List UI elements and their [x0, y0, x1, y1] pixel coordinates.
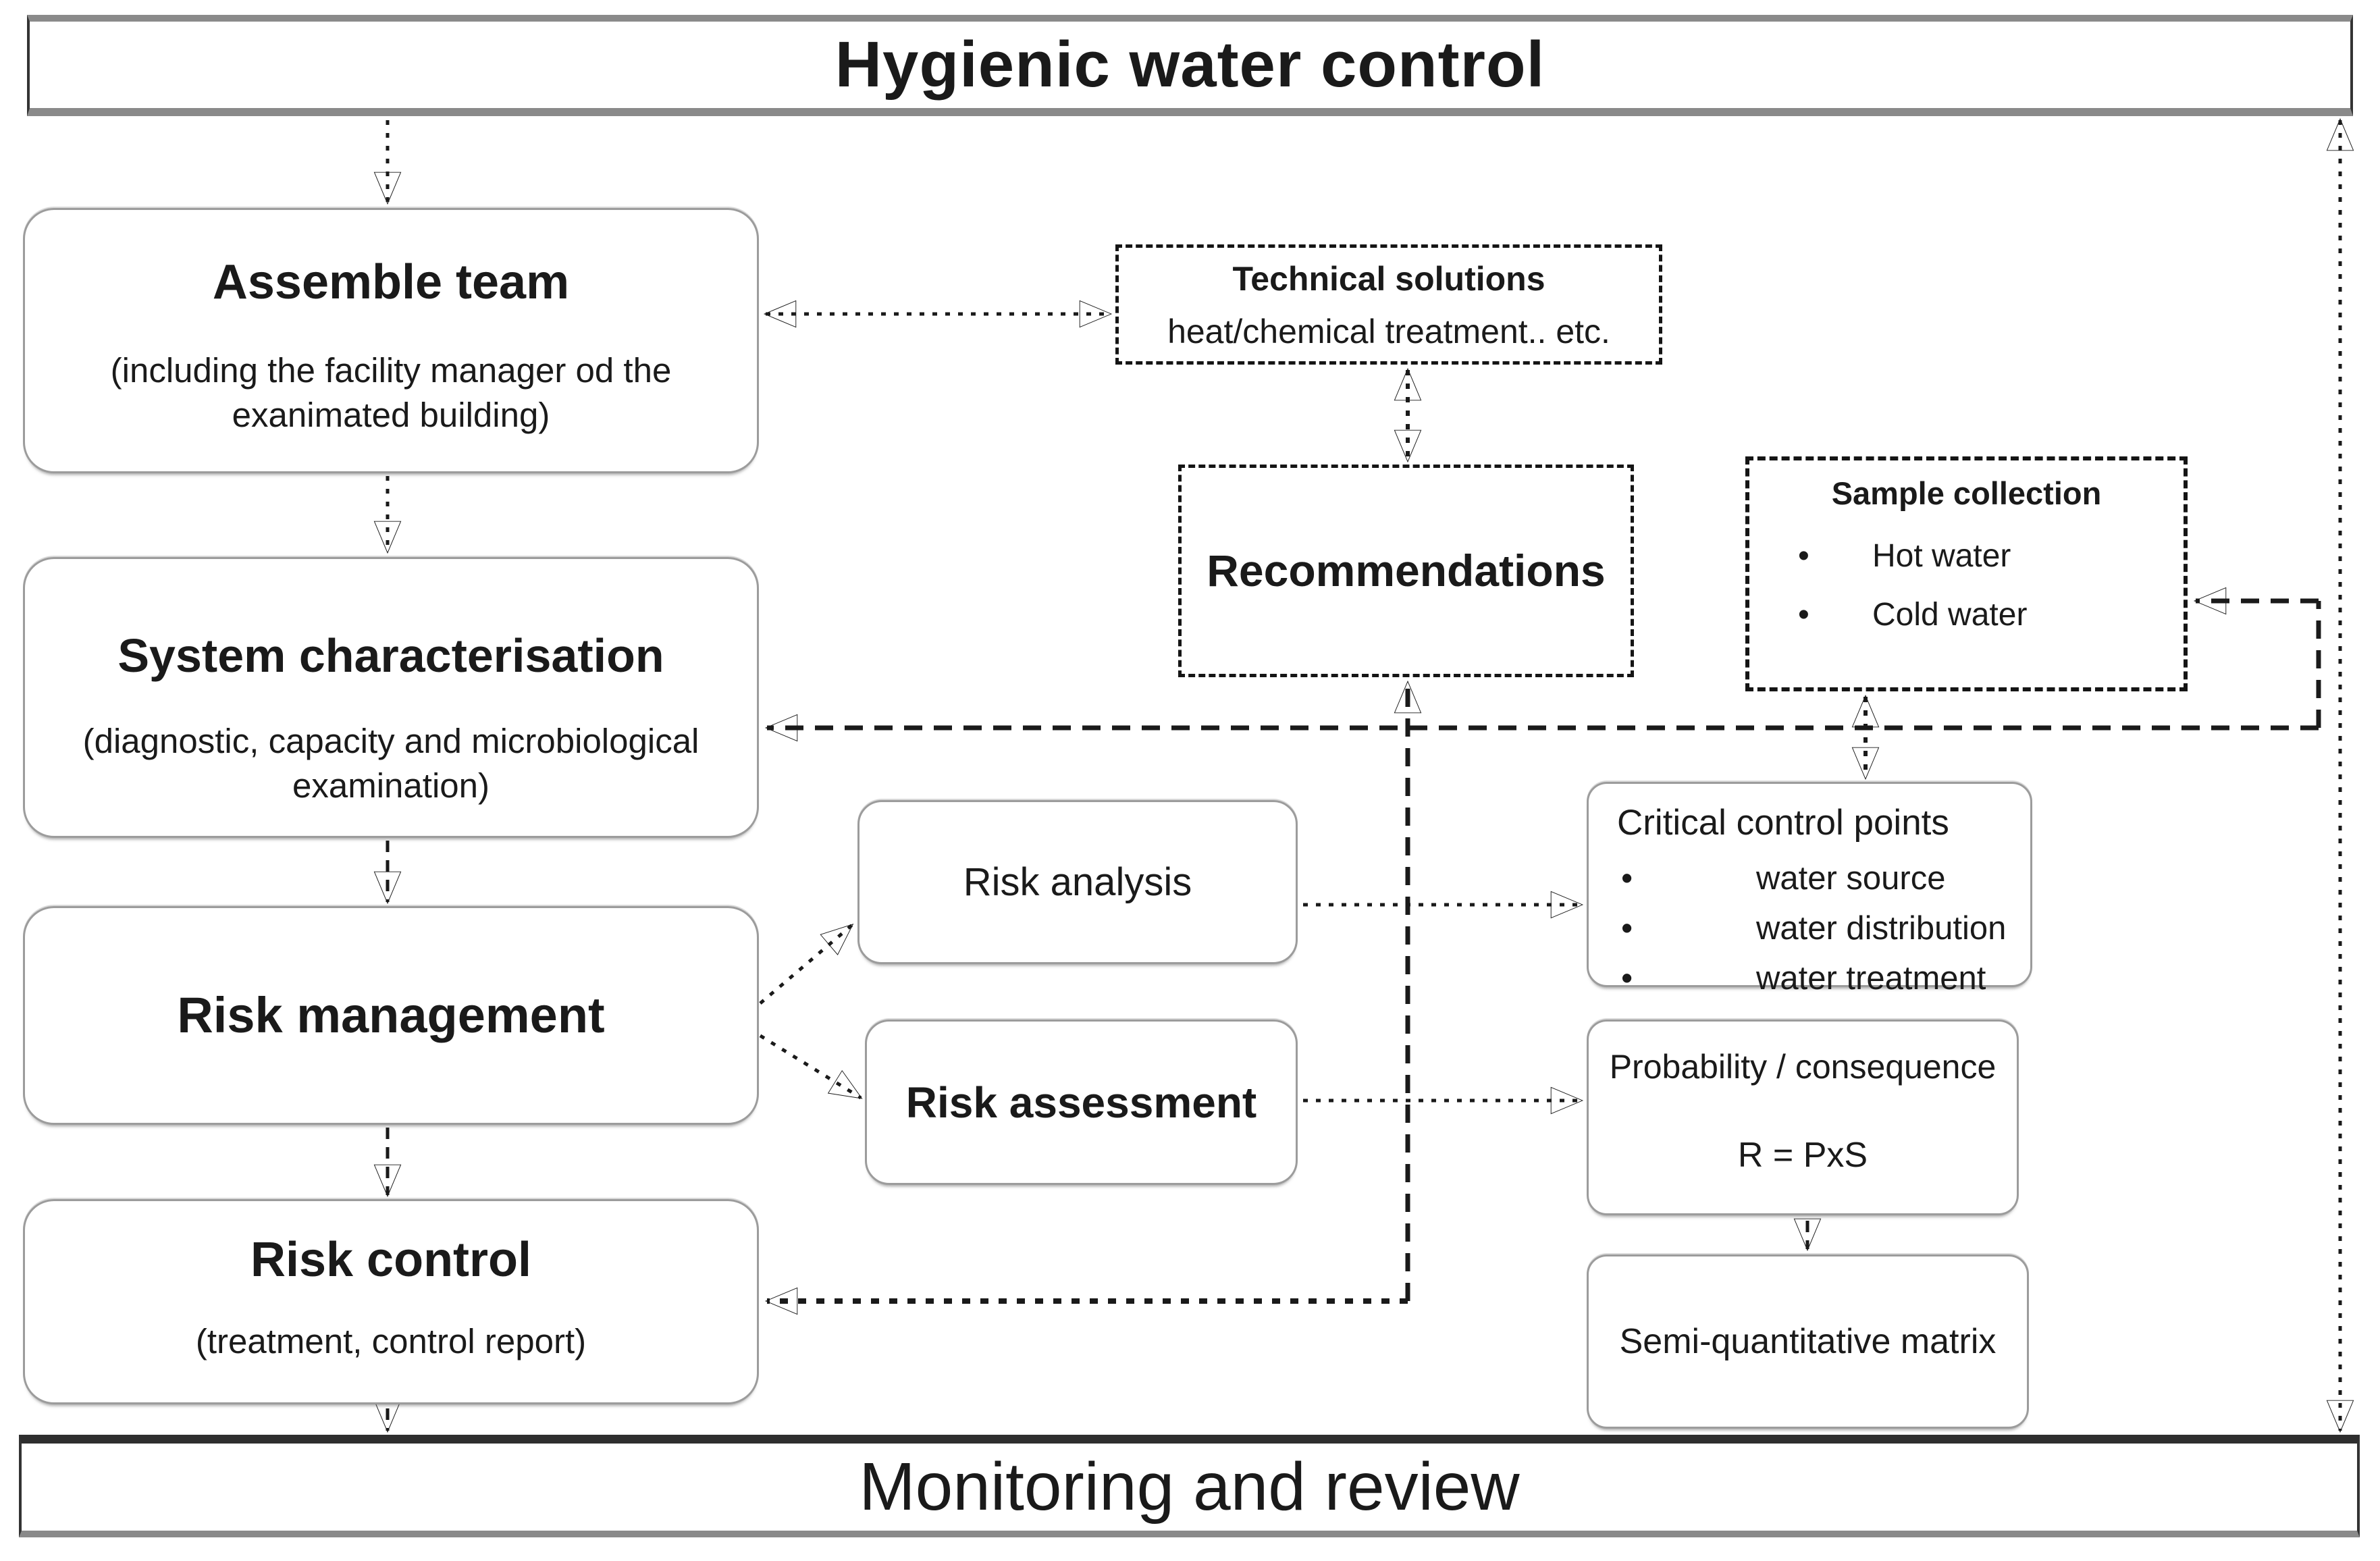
node-semi-quantitative-matrix: Semi-quantitative matrix [1587, 1254, 2029, 1429]
node-subtitle: heat/chemical treatment.. etc. [1167, 312, 1610, 350]
node-subtitle: (treatment, control report) [195, 1322, 587, 1361]
node-recommendations: Recommendations [1178, 465, 1634, 677]
banner-monitoring-and-review: Monitoring and review [19, 1435, 2360, 1537]
node-formula: R = PxS [1737, 1136, 1868, 1175]
node-technical-solutions: Technical solutions heat/chemical treatm… [1115, 244, 1662, 365]
node-probability-consequence: Probability / consequence R = PxS [1587, 1020, 2019, 1215]
node-title: Technical solutions [1232, 260, 1545, 298]
node-title: System characterisation [117, 629, 664, 682]
node-title: Recommendations [1207, 546, 1606, 596]
node-title: Risk assessment [905, 1078, 1257, 1127]
bullet-label: water treatment [1756, 959, 1986, 997]
node-subtitle: (diagnostic, capacity and microbiologica… [82, 722, 699, 805]
list-item: • water distribution [1589, 909, 2030, 947]
arrow-management-to-assessment [759, 1034, 863, 1100]
list-item: • water source [1589, 859, 2030, 897]
node-system-characterisation: System characterisation (diagnostic, cap… [23, 557, 759, 838]
node-title: Probability / consequence [1609, 1048, 1996, 1086]
bullet-label: Hot water [1872, 538, 2011, 575]
list-item: • Cold water [1749, 596, 2184, 633]
node-title: Risk analysis [963, 860, 1192, 904]
node-risk-management: Risk management [23, 906, 759, 1125]
node-risk-assessment: Risk assessment [865, 1020, 1298, 1185]
bullet-label: Cold water [1872, 597, 2028, 633]
node-title: Risk management [177, 987, 605, 1044]
bullet-label: water source [1756, 859, 1946, 897]
bullet-dot: • [1798, 538, 1809, 575]
bullet-label: water distribution [1756, 909, 2007, 947]
node-sample-collection: Sample collection • Hot water • Cold wat… [1745, 456, 2188, 691]
bullet-dot: • [1621, 909, 1633, 947]
banner-hygienic-water-control: Hygienic water control [27, 15, 2353, 116]
node-title: Sample collection [1831, 475, 2102, 511]
node-title: Assemble team [212, 255, 570, 309]
bullet-dot: • [1798, 597, 1809, 633]
list-item: • water treatment [1589, 959, 2030, 997]
node-critical-control-points: Critical control points • water source •… [1587, 782, 2032, 997]
node-subtitle: (including the facility manager od the e… [110, 351, 672, 435]
node-risk-analysis: Risk analysis [857, 800, 1298, 964]
banner-top-label: Hygienic water control [835, 28, 1545, 101]
node-risk-control: Risk control (treatment, control report) [23, 1199, 759, 1404]
arrow-management-to-analysis [759, 924, 854, 1005]
node-title: Semi-quantitative matrix [1619, 1322, 1996, 1361]
node-title: Risk control [250, 1233, 532, 1287]
banner-bottom-label: Monitoring and review [859, 1449, 1520, 1525]
bullet-dot: • [1621, 859, 1633, 897]
node-title: Critical control points [1617, 803, 1949, 843]
list-item: • Hot water [1749, 537, 2184, 575]
bullet-dot: • [1621, 959, 1633, 997]
node-assemble-team: Assemble team (including the facility ma… [23, 208, 759, 473]
